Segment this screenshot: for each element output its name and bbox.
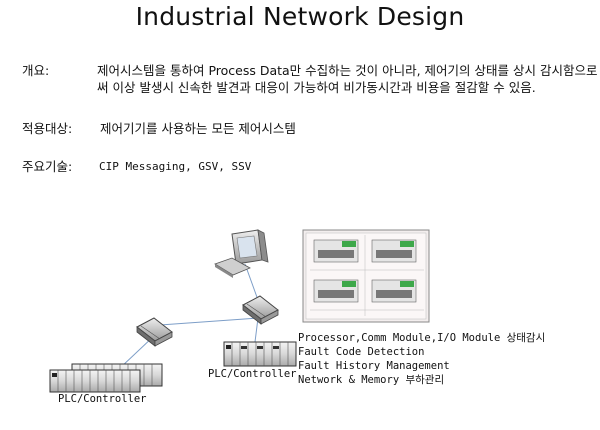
- plc-label-left: PLC/Controller: [58, 393, 147, 405]
- target-label: 적용대상:: [22, 121, 73, 136]
- overview-label: 개요:: [22, 63, 50, 78]
- network-diagram: PLC/Controller PLC/Controller Processor,…: [49, 229, 545, 405]
- plc-rack-icon: [49, 369, 141, 393]
- page-title: Industrial Network Design: [135, 2, 465, 31]
- overview-row: 개요: 제어시스템을 통하여 Process Data만 수집하는 것이 아니라…: [22, 62, 597, 114]
- target-row: 적용대상: 제어기기를 사용하는 모든 제어시스템: [22, 120, 592, 138]
- switch-icon: [136, 317, 173, 347]
- tech-text: CIP Messaging, GSV, SSV: [99, 160, 252, 173]
- feature-line: Network & Memory 부하관리: [298, 373, 444, 386]
- plc-label-right: PLC/Controller: [208, 368, 297, 380]
- hmi-screen-icon: [302, 229, 430, 323]
- target-text: 제어기기를 사용하는 모든 제어시스템: [100, 121, 296, 136]
- feature-line: Processor,Comm Module,I/O Module 상태감시: [298, 332, 545, 344]
- plc-rack-icon: [223, 341, 297, 367]
- switch-icon: [242, 295, 279, 325]
- computer-icon: [214, 229, 269, 278]
- overview-text: 제어시스템을 통하여 Process Data만 수집하는 것이 아니라, 제어…: [97, 63, 598, 95]
- tech-label: 주요기술:: [22, 159, 73, 174]
- tech-row: 주요기술: CIP Messaging, GSV, SSV: [22, 158, 592, 176]
- feature-line: Fault History Management: [298, 360, 450, 372]
- feature-line: Fault Code Detection: [298, 346, 424, 358]
